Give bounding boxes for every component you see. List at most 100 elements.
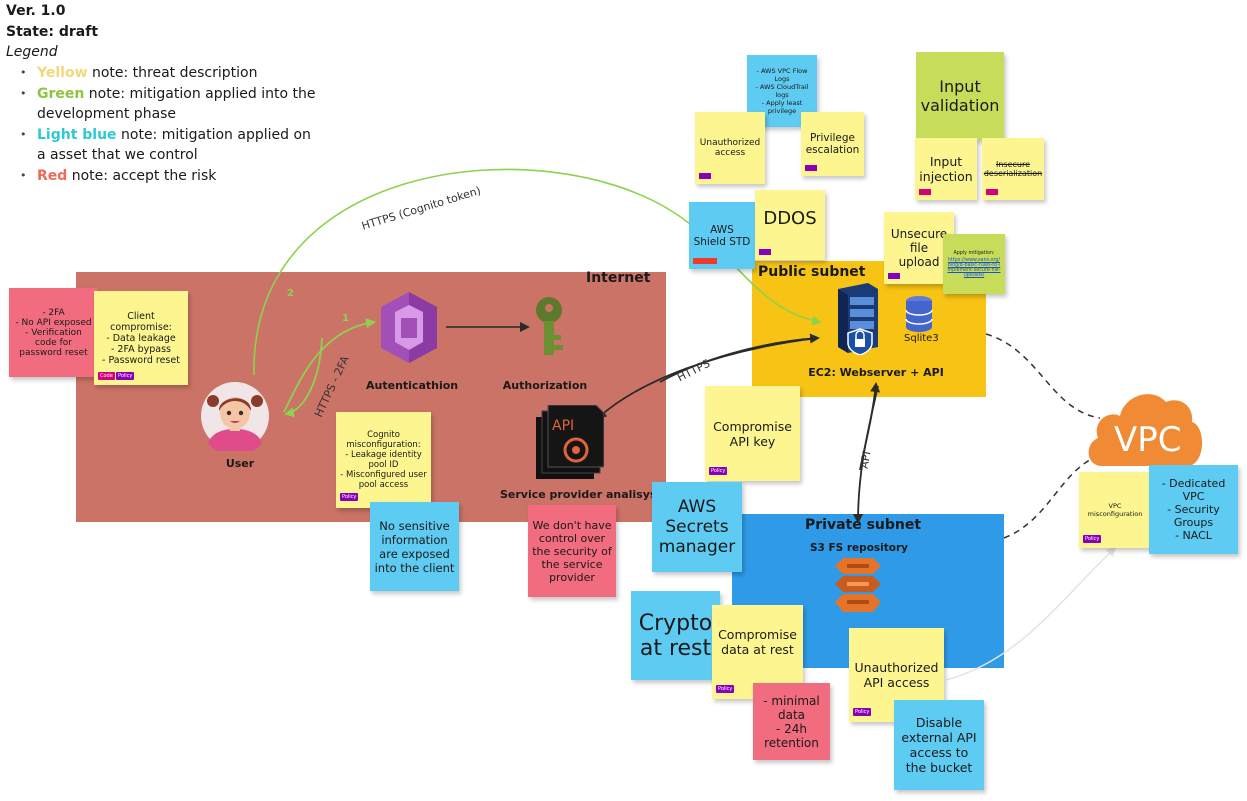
note-unauth-text: Unauthorized access — [699, 138, 761, 158]
note-input-val-text: Input validation — [920, 77, 1000, 115]
edge-https-ec2 — [659, 333, 820, 383]
mitigation-link[interactable]: https://www.sans.org/blog/8-basic-rules-… — [947, 257, 1001, 278]
server-icon — [838, 283, 878, 356]
edge-2fa-return — [284, 337, 323, 418]
public-subnet-label: Public subnet — [758, 264, 866, 280]
note-vpc-groups-text: - Dedicated VPC - Security Groups - NACL — [1161, 477, 1226, 542]
api-gear-icon — [536, 404, 605, 479]
note-input-injection: Input injection — [915, 138, 977, 200]
note-crypto-at-rest: Crypto at rest — [631, 591, 720, 680]
legend-keyword-lightblue: Light blue — [37, 126, 117, 143]
edge-private-vpc — [1003, 454, 1101, 539]
user-avatar — [200, 381, 270, 457]
legend-text-yellow: note: threat description — [87, 65, 258, 81]
note-privilege-escalation: Privilege escalation — [801, 112, 864, 176]
note-aws-shield: AWS Shield STD — [689, 202, 755, 269]
s3-label: S3 FS repository — [809, 542, 909, 554]
tag-swatch-priv — [805, 165, 817, 171]
note-upload-text: Unsecure file upload — [890, 227, 948, 269]
authz-label: Authorization — [502, 379, 588, 392]
note-apply-mitigation: Apply mitigation: https://www.sans.org/b… — [943, 234, 1005, 294]
auth-label: Autenticathion — [366, 379, 459, 392]
bucket-icon — [835, 558, 881, 612]
service-provider-node — [534, 404, 605, 479]
note-file-upload: Unsecure file upload — [884, 212, 954, 284]
note-compromise-api-key: Compromise API key Policy — [705, 386, 800, 481]
note-crypto-text: Crypto at rest — [638, 610, 713, 661]
note-cognito-text: Cognito misconfiguration: - Leakage iden… — [340, 430, 427, 490]
note-client-compromise: Client compromise: - Data leakage - 2FA … — [94, 291, 188, 385]
note-disable-api-text: Disable external API access to the bucke… — [901, 715, 977, 775]
state-label: State: draft — [6, 24, 99, 40]
note-minimal-data: - minimal data - 24h retention — [753, 683, 830, 760]
edge-label-step1: 1 — [342, 313, 349, 324]
tag-swatch-inj — [919, 189, 931, 195]
note-client-text: Client compromise: - Data leakage - 2FA … — [102, 310, 180, 366]
legend-title: Legend — [6, 44, 58, 60]
tag-swatch-deser — [986, 189, 998, 195]
legend-item-lightblue: Light blue note: mitigation applied on a… — [20, 125, 320, 166]
version-label: Ver. 1.0 — [6, 3, 66, 19]
edge-auth-step1 — [283, 318, 376, 413]
note-insecure-deserialization: Insecure deserialization — [982, 138, 1044, 200]
note-minimal-text: - minimal data - 24h retention — [763, 693, 820, 750]
edge-api-access-vpc — [945, 546, 1117, 681]
legend-keyword-yellow: Yellow — [37, 65, 88, 81]
tag-swatch-upload — [888, 273, 900, 279]
edge-api-up — [859, 382, 881, 471]
legend-item-red: Red note: accept the risk — [20, 166, 320, 187]
tag-policy-datarest: Policy — [716, 685, 735, 693]
note-input-validation: Input validation — [916, 52, 1004, 140]
note-api-key-text: Compromise API key — [713, 418, 792, 449]
internet-zone-label: Internet — [586, 270, 651, 286]
cognito-node — [377, 290, 441, 365]
database-icon — [905, 296, 933, 332]
tag-swatch-shield — [693, 258, 717, 264]
note-2fa: - 2FA - No API exposed - Verification co… — [9, 288, 98, 377]
legend-keyword-green: Green — [37, 85, 85, 102]
note-apply-text: Apply mitigation: — [953, 250, 995, 256]
note-shield-text: AWS Shield STD — [693, 223, 751, 248]
note-vpc-groups: - Dedicated VPC - Security Groups - NACL — [1149, 465, 1238, 554]
note-secrets-text: AWS Secrets manager — [658, 497, 736, 557]
tag-policy-cognito: Policy — [340, 493, 359, 501]
legend-item-green: Green note: mitigation applied into the … — [20, 84, 320, 125]
edge-cognito-token — [253, 168, 822, 376]
note-vpc-mis-text: VPC misconfiguration — [1087, 502, 1143, 518]
note-flow-logs-text: - AWS VPC Flow Logs - AWS CloudTrail log… — [755, 67, 809, 115]
note-vpc-misconfig: VPC misconfiguration Policy — [1079, 472, 1151, 548]
note-ddos: DDOS — [755, 190, 825, 260]
note-2fa-text: - 2FA - No API exposed - Verification co… — [15, 307, 92, 358]
user-icon — [201, 382, 269, 457]
cognito-icon — [381, 292, 437, 363]
note-no-sensitive-text: No sensitive information are exposed int… — [374, 518, 455, 575]
legend-item-yellow: Yellow note: threat description — [20, 63, 320, 84]
tag-swatch-ddos — [759, 249, 771, 255]
note-input-inj-text: Input injection — [919, 154, 973, 184]
note-disable-api: Disable external API access to the bucke… — [894, 700, 984, 790]
vpc-label: VPC — [1114, 420, 1182, 460]
note-cognito-misconfig: Cognito misconfiguration: - Leakage iden… — [336, 412, 431, 508]
tag-policy-vpc: Policy — [1083, 535, 1102, 543]
legend-keyword-red: Red — [37, 167, 68, 184]
tag-swatch-unauth — [699, 173, 711, 179]
tag-policy-client: Policy — [116, 372, 135, 380]
legend-text-red: note: accept the risk — [67, 167, 217, 184]
note-deser-text: Insecure deserialization — [983, 160, 1043, 178]
ec2-label: EC2: Webserver + API — [808, 366, 944, 379]
legend-text-green: note: mitigation applied into the develo… — [37, 85, 316, 123]
sqlite-label: Sqlite3 — [904, 333, 939, 344]
tag-policy-apiaccess: Policy — [853, 708, 872, 716]
note-no-control: We don't have control over the security … — [528, 505, 616, 597]
note-no-control-text: We don't have control over the security … — [532, 518, 612, 584]
sp-label: Service provider analisys — [500, 488, 657, 501]
legend-text-lightblue: note: mitigation applied on a asset that… — [37, 126, 311, 164]
tag-code: Code — [98, 372, 115, 380]
note-ddos-text: DDOS — [763, 208, 817, 229]
private-subnet-label: Private subnet — [805, 517, 922, 533]
sqlite-node — [905, 295, 933, 333]
edge-label-step2: 2 — [287, 288, 294, 299]
api-icon-text: API — [552, 418, 575, 434]
tag-policy-apikey: Policy — [709, 467, 728, 475]
